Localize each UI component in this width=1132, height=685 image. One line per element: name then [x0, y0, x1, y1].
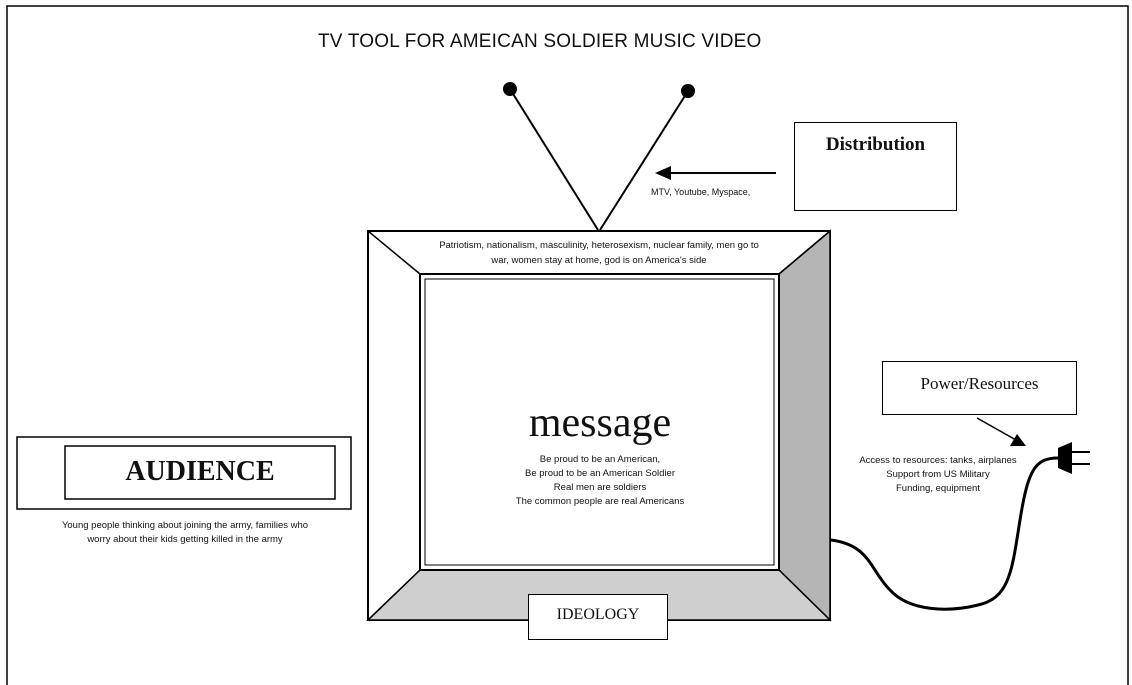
audience-inner-box	[64, 445, 336, 500]
antenna-right-knob	[681, 84, 695, 98]
message-label: message	[528, 400, 672, 446]
distribution-label: Distribution	[825, 134, 926, 155]
audience-line-2: worry about their kids getting killed in…	[87, 534, 283, 545]
distribution-arrow-head	[655, 166, 671, 180]
ideology-values-line-2: war, women stay at home, god is on Ameri…	[491, 255, 707, 266]
ideology-box: IDEOLOGY	[528, 594, 668, 640]
power-arrow-head	[1010, 434, 1026, 446]
antenna-left-knob	[503, 82, 517, 96]
tv-screen	[419, 273, 780, 571]
audience-line-1: Young people thinking about joining the …	[61, 520, 309, 531]
tv-bevel-right	[778, 229, 831, 622]
message-line-4: The common people are real Americans	[515, 496, 685, 507]
plug-icon	[1058, 442, 1072, 474]
ideology-label: IDEOLOGY	[556, 606, 640, 623]
message-line-2: Be proud to be an American Soldier	[525, 468, 675, 479]
page-title: TV TOOL FOR AMEICAN SOLDIER MUSIC VIDEO	[318, 31, 762, 52]
power-arrow-line	[976, 417, 1017, 441]
power-line-3: Funding, equipment	[896, 483, 980, 494]
page-border	[6, 5, 1129, 685]
antenna-left	[509, 88, 599, 231]
audience-label: AUDIENCE	[125, 456, 275, 487]
power-line-2: Support from US Military	[886, 469, 990, 480]
power-box: Power/Resources	[882, 361, 1077, 415]
distribution-channels: MTV, Youtube, Myspace,	[651, 187, 751, 197]
antenna-right	[599, 90, 689, 231]
distribution-box: Distribution	[794, 122, 957, 211]
power-label: Power/Resources	[920, 374, 1039, 393]
power-line-1: Access to resources: tanks, airplanes	[859, 455, 1017, 466]
power-cable	[830, 456, 1059, 611]
message-line-1: Be proud to be an American,	[539, 454, 661, 465]
message-line-3: Real men are soldiers	[553, 482, 647, 493]
ideology-values-line-1: Patriotism, nationalism, masculinity, he…	[439, 240, 759, 251]
